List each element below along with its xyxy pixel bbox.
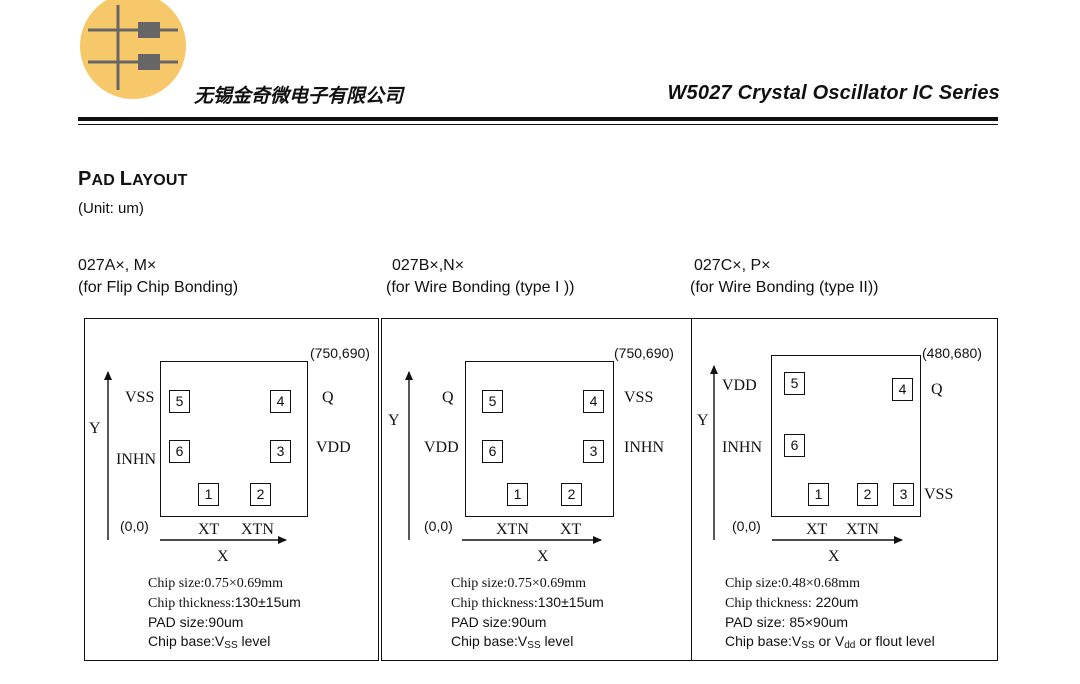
x-axis-label-a: X — [217, 548, 229, 565]
pad-label-vdd-a: VDD — [316, 439, 351, 456]
corner-coordinate-b: (750,690) — [614, 345, 674, 361]
pad-3-c: 3 — [893, 483, 914, 506]
chip-spec-b: Chip size:0.75×0.69mm Chip thickness:130… — [451, 576, 604, 651]
pad-4-a: 4 — [270, 390, 291, 413]
chip-spec-c: Chip size:0.48×0.68mm Chip thickness: 22… — [725, 576, 935, 651]
chip-outline-b — [465, 361, 614, 517]
pad-5-a: 5 — [169, 390, 190, 413]
document-series-title: W5027 Crystal Oscillator IC Series — [667, 82, 1000, 104]
pad-label-inhn-a: INHN — [116, 451, 156, 468]
pad-label-xt-c: XT — [806, 521, 828, 538]
header-rule-thick — [78, 117, 998, 121]
pad-label-vdd-c: VDD — [722, 377, 757, 394]
pad-5-b: 5 — [482, 390, 503, 413]
pad-label-q-a: Q — [322, 389, 334, 406]
pad-1-c: 1 — [808, 483, 829, 506]
pad-4-c: 4 — [892, 378, 913, 401]
chip-outline-c — [771, 355, 921, 517]
origin-coordinate-b: (0,0) — [424, 518, 453, 534]
pad-label-xt-b: XT — [560, 521, 582, 538]
origin-coordinate-a: (0,0) — [120, 518, 149, 534]
x-axis-label-c: X — [828, 548, 840, 565]
pad-label-xtn-b: XTN — [496, 521, 529, 538]
pad-label-vdd-b: VDD — [424, 439, 459, 456]
column-heading-a: 027A×, M× (for Flip Chip Bonding) — [78, 257, 239, 296]
x-axis-label-b: X — [537, 548, 549, 565]
pad-label-vss-a: VSS — [125, 389, 155, 406]
pad-label-q-b: Q — [442, 389, 454, 406]
y-axis-label-c: Y — [697, 412, 709, 429]
company-name: 无锡金奇微电子有限公司 — [194, 86, 404, 107]
header-rule-thin — [78, 124, 998, 125]
pad-5-c: 5 — [784, 372, 805, 395]
pad-2-c: 2 — [857, 483, 878, 506]
diagram-frame-a — [84, 318, 379, 661]
pad-label-xtn-c: XTN — [846, 521, 879, 538]
pad-label-inhn-c: INHN — [722, 439, 762, 456]
pad-6-b: 6 — [482, 440, 503, 463]
pad-2-b: 2 — [561, 483, 582, 506]
chip-outline-a — [160, 361, 308, 517]
pad-label-xt-a: XT — [198, 521, 220, 538]
pad-1-a: 1 — [198, 483, 219, 506]
origin-coordinate-c: (0,0) — [732, 518, 761, 534]
chip-spec-a: Chip size:0.75×0.69mm Chip thickness:130… — [148, 576, 301, 651]
diagram-frame-c — [691, 318, 998, 661]
column-heading-c: 027C×, P× (for Wire Bonding (type II)) — [690, 257, 879, 296]
y-axis-label-b: Y — [388, 412, 400, 429]
pad-label-inhn-b: INHN — [624, 439, 664, 456]
pad-6-c: 6 — [784, 434, 805, 457]
pad-3-a: 3 — [270, 440, 291, 463]
pad-label-xtn-a: XTN — [241, 521, 274, 538]
pad-4-b: 4 — [583, 390, 604, 413]
pad-label-vss-b: VSS — [624, 389, 654, 406]
corner-coordinate-c: (480,680) — [922, 345, 982, 361]
column-heading-b: 027B×,N× (for Wire Bonding (type I )) — [386, 257, 575, 296]
section-title: PAD LAYOUT — [78, 168, 188, 190]
unit-note: (Unit: um) — [78, 200, 144, 217]
pad-1-b: 1 — [507, 483, 528, 506]
pad-label-vss-c: VSS — [924, 486, 954, 503]
pad-6-a: 6 — [169, 440, 190, 463]
pad-2-a: 2 — [250, 483, 271, 506]
pad-label-q-c: Q — [931, 381, 943, 398]
pad-3-b: 3 — [583, 440, 604, 463]
company-logo — [80, 0, 186, 99]
corner-coordinate-a: (750,690) — [310, 345, 370, 361]
y-axis-label-a: Y — [89, 420, 101, 437]
